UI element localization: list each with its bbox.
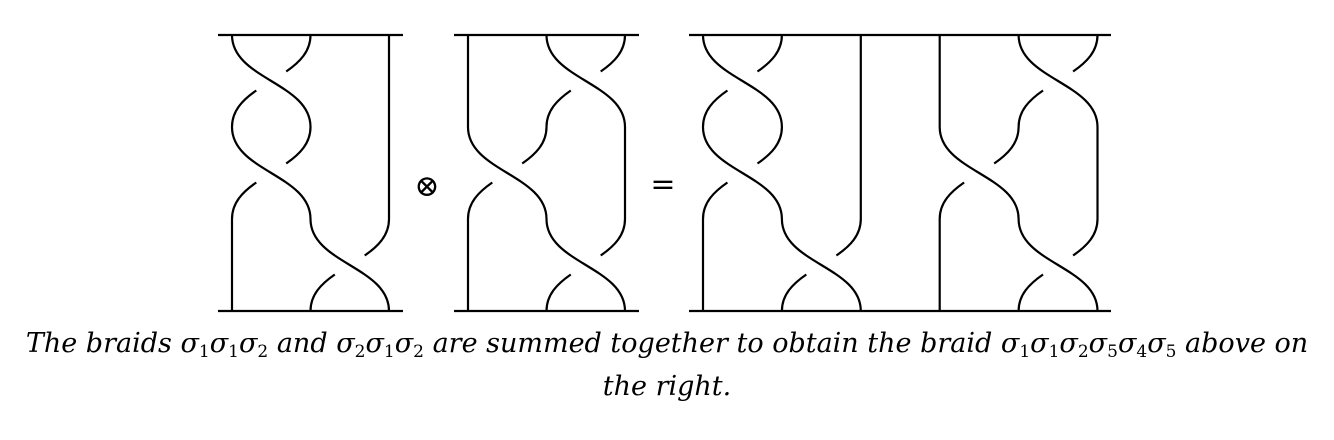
- sigma-symbol: σ: [1088, 328, 1108, 359]
- crossing-under-strand: [309, 273, 336, 312]
- braid-middle: [454, 33, 639, 313]
- crossing-under-strand: [1072, 218, 1099, 257]
- crossing-under-strand: [1017, 89, 1044, 128]
- sigma-index: 1: [383, 342, 395, 362]
- crossing-over-strand: [938, 126, 1020, 220]
- crossing-under-strand: [230, 181, 257, 220]
- sigma-index: 1: [1048, 342, 1060, 362]
- crossing-under-strand: [466, 181, 493, 220]
- crossing-under-strand: [1017, 273, 1044, 312]
- sigma-symbol: σ: [1059, 328, 1078, 359]
- crossing-under-strand: [545, 273, 572, 312]
- sigma-symbol: σ: [365, 328, 384, 359]
- crossing-under-strand: [938, 181, 965, 220]
- sigma-index: 2: [257, 342, 269, 362]
- caption-text-3: are summed together to obtain the braid: [423, 328, 1001, 359]
- caption-text-1: The braids: [25, 328, 181, 359]
- sigma-index: 5: [1165, 342, 1177, 362]
- crossing-over-strand: [309, 218, 391, 312]
- sigma-index: 2: [354, 342, 366, 362]
- braid-right: [689, 33, 1111, 313]
- crossing-under-strand: [701, 89, 729, 128]
- sigma-symbol: σ: [238, 328, 258, 359]
- sigma-symbol: σ: [1147, 328, 1166, 359]
- sigma-index: 4: [1136, 342, 1148, 362]
- sigma-index: 1: [1019, 342, 1031, 362]
- braid-diagram: ⊗ =: [218, 33, 1111, 313]
- crossing-under-strand: [600, 34, 627, 73]
- caption-text-2: and: [268, 328, 337, 359]
- sigma-index: 2: [413, 342, 424, 362]
- sigma-symbol: σ: [1000, 328, 1020, 359]
- crossing-over-strand: [701, 34, 783, 128]
- sigma-index: 1: [228, 342, 239, 362]
- crossing-over-strand: [780, 218, 862, 312]
- sigma-symbol: σ: [394, 328, 414, 359]
- crossing-under-strand: [230, 89, 257, 128]
- figure-caption: The braids σ1σ1σ2 and σ2σ1σ2 are summed …: [0, 322, 1334, 408]
- crossing-under-strand: [1072, 34, 1099, 73]
- sigma-symbol: σ: [209, 328, 229, 359]
- crossing-over-strand: [230, 126, 312, 220]
- crossing-under-strand: [545, 89, 572, 128]
- tensor-product-symbol: ⊗: [414, 169, 439, 204]
- braid-left: [218, 33, 403, 313]
- crossing-over-strand: [701, 126, 783, 220]
- crossing-over-strand: [1017, 34, 1099, 128]
- braid-word-2: σ2σ1σ2: [336, 328, 424, 362]
- crossing-under-strand: [756, 126, 783, 165]
- equals-symbol: =: [650, 167, 675, 202]
- crossing-under-strand: [701, 181, 729, 220]
- sigma-index: 2: [1077, 342, 1089, 362]
- crossing-over-strand: [230, 34, 312, 128]
- crossing-over-strand: [545, 218, 627, 312]
- crossing-under-strand: [993, 126, 1020, 165]
- caption-text-4: above on the right.: [602, 328, 1309, 402]
- crossing-under-strand: [600, 218, 627, 257]
- crossing-under-strand: [756, 34, 783, 73]
- crossing-under-strand: [780, 273, 807, 312]
- sigma-symbol: σ: [336, 328, 355, 359]
- crossing-under-strand: [835, 218, 862, 257]
- crossing-over-strand: [466, 126, 548, 220]
- crossing-under-strand: [364, 218, 391, 257]
- crossing-under-strand: [285, 126, 312, 165]
- braid-word-3: σ1σ1σ2σ5σ4σ5: [1000, 328, 1177, 362]
- crossing-under-strand: [285, 34, 312, 73]
- sigma-index: 5: [1107, 342, 1118, 362]
- crossing-over-strand: [545, 34, 627, 128]
- sigma-symbol: σ: [180, 328, 199, 359]
- braid-word-1: σ1σ1σ2: [180, 328, 269, 362]
- sigma-symbol: σ: [1030, 328, 1049, 359]
- crossing-over-strand: [1017, 218, 1099, 312]
- sigma-index: 1: [198, 342, 210, 362]
- crossing-under-strand: [521, 126, 548, 165]
- sigma-symbol: σ: [1117, 328, 1137, 359]
